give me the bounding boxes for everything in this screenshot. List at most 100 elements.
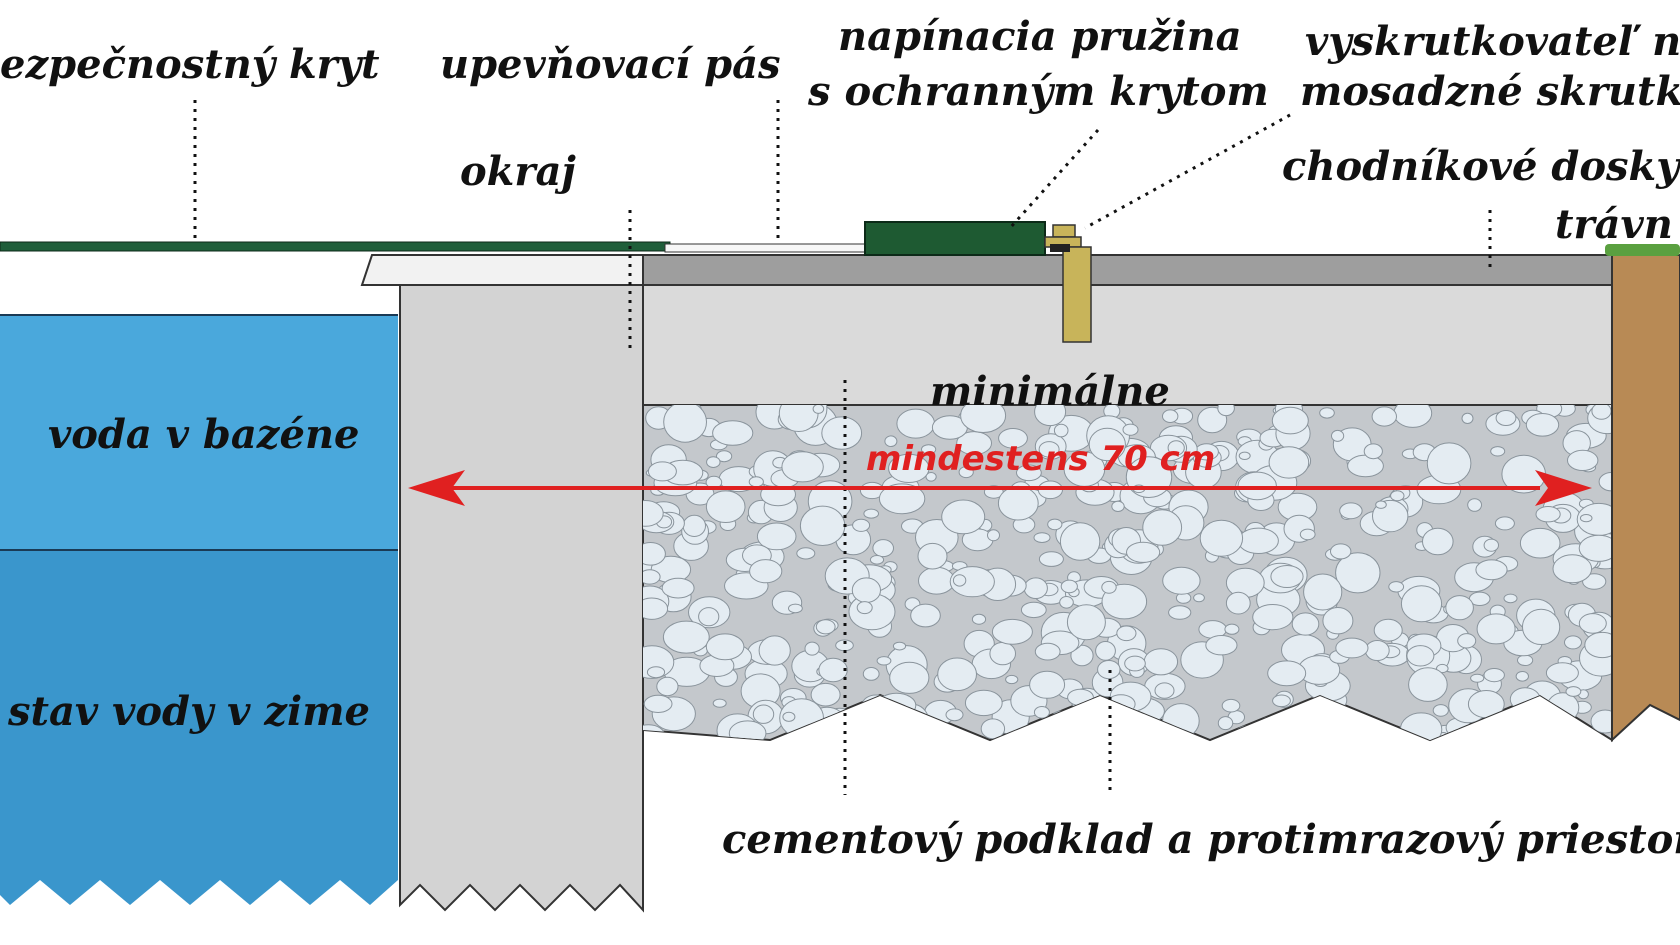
gravel-stone (1373, 618, 1403, 642)
gravel-stone (998, 428, 1028, 449)
gravel-stone (1085, 721, 1130, 740)
screwdriver-label-line1: vyskrutkovateľ ne (1305, 18, 1680, 65)
gravel-stone (878, 483, 926, 515)
gravel-stone (1303, 573, 1343, 611)
gravel-stone (1432, 704, 1449, 717)
gravel-stone (1225, 567, 1265, 598)
gravel-stone (1088, 427, 1126, 462)
gravel-stone (1237, 527, 1279, 554)
safety-cover-label: ezpečnostný kryt (0, 41, 380, 88)
gravel-stone (1546, 692, 1580, 723)
leader-lines (193, 100, 1492, 795)
gravel-stone (821, 416, 863, 450)
gravel-stone (656, 676, 679, 697)
gravel-stone (892, 641, 907, 651)
lawn-label: trávn (1555, 201, 1673, 248)
gravel-stone (749, 559, 783, 584)
gravel-stone (1388, 581, 1405, 593)
gravel-stone (716, 450, 733, 463)
tension-spring-label-line2: s ochranným krytom (807, 68, 1269, 115)
gravel-stone (758, 635, 791, 666)
edge-label: okraj (460, 148, 576, 195)
gravel-stone (1349, 714, 1362, 726)
gravel-stone (952, 574, 967, 587)
gravel-stone (1047, 518, 1063, 531)
gravel-stone (1101, 583, 1148, 620)
gravel-stone (884, 435, 898, 448)
gravel-stone (1271, 406, 1309, 435)
gravel-stone (1579, 514, 1593, 523)
fastening-strap-label: upevňovací pás (440, 41, 781, 88)
gravel-stone (1470, 673, 1485, 683)
gravel-stone (1522, 608, 1561, 646)
gravel-stone (1124, 722, 1141, 735)
gravel-stone (698, 607, 720, 627)
gravel-stone (647, 461, 677, 482)
gravel-stone (1045, 720, 1091, 740)
gravel-stone (852, 518, 871, 532)
gravel-stone (1270, 565, 1304, 588)
paving-slabs-label: chodníkové dosky (1282, 143, 1680, 190)
gravel-stone (1122, 423, 1139, 436)
gravel-stone (1525, 413, 1560, 437)
gravel-stone (1038, 551, 1064, 567)
gravel-stone (896, 408, 936, 439)
gravel-stone (1483, 538, 1500, 552)
gravel-stone (925, 472, 937, 482)
gravel-stone (1545, 662, 1579, 684)
gravel-stone (949, 566, 995, 598)
gravel-stone (1322, 607, 1354, 635)
gravel-stone (862, 667, 880, 681)
gravel-stone (799, 505, 846, 546)
gravel-stone (1476, 613, 1516, 645)
gravel-stone (1225, 591, 1251, 615)
gravel-stone (980, 718, 1006, 740)
gravel-stone (810, 682, 841, 707)
gravel-stone (1167, 440, 1185, 456)
gravel-stone (643, 694, 673, 714)
gravel-stone (1503, 593, 1518, 604)
gravel-stone (752, 704, 775, 724)
gravel-stone (1162, 566, 1201, 595)
gravel-stone (1053, 423, 1069, 438)
gravel-stone (869, 555, 885, 565)
gravel-stone (889, 661, 930, 694)
gravel-stone (851, 577, 882, 604)
lawn-grass (1605, 244, 1680, 256)
gravel-stone (796, 728, 824, 740)
gravel-stone (1552, 554, 1593, 584)
gravel-stone (1339, 502, 1363, 520)
gravel-stone (756, 522, 797, 551)
gravel-stone (1067, 715, 1111, 740)
gravel-stone (1364, 640, 1390, 661)
concrete-layer (642, 284, 1614, 406)
gravel-stone (705, 490, 746, 524)
gravel-stone (1016, 464, 1042, 482)
gravel-stone (917, 542, 948, 570)
gravel-stone (682, 514, 706, 538)
gravel-stone (1509, 687, 1541, 712)
cement-base-label: cementový podklad a protimrazový priesto… (722, 816, 1680, 863)
gravel-stone (1238, 451, 1251, 460)
gravel-stone (868, 717, 888, 735)
gravel-stone (964, 689, 1003, 717)
screwdriver-label-line2: mosadzné skrutky (1300, 68, 1680, 115)
gravel-stone (937, 657, 977, 692)
gravel-stone (1072, 707, 1108, 731)
gravel-stone (1445, 595, 1474, 621)
gravel-stone (728, 720, 767, 740)
gravel-stone (788, 603, 803, 614)
gravel-stone (1097, 660, 1121, 680)
gravel-stone (1124, 655, 1146, 672)
gravel-stone (1330, 543, 1352, 560)
gravel-stone (1299, 528, 1316, 541)
gravel-stone (1519, 527, 1561, 559)
gravel-stone (1023, 577, 1048, 600)
gravel-stone (1363, 443, 1383, 460)
gravel-stone (941, 499, 986, 535)
gravel-stone (1319, 407, 1335, 419)
tension-spring-label-line1: napínacia pružina (838, 13, 1242, 60)
gravel-stone (1291, 612, 1320, 636)
gravel-stone (781, 451, 824, 483)
